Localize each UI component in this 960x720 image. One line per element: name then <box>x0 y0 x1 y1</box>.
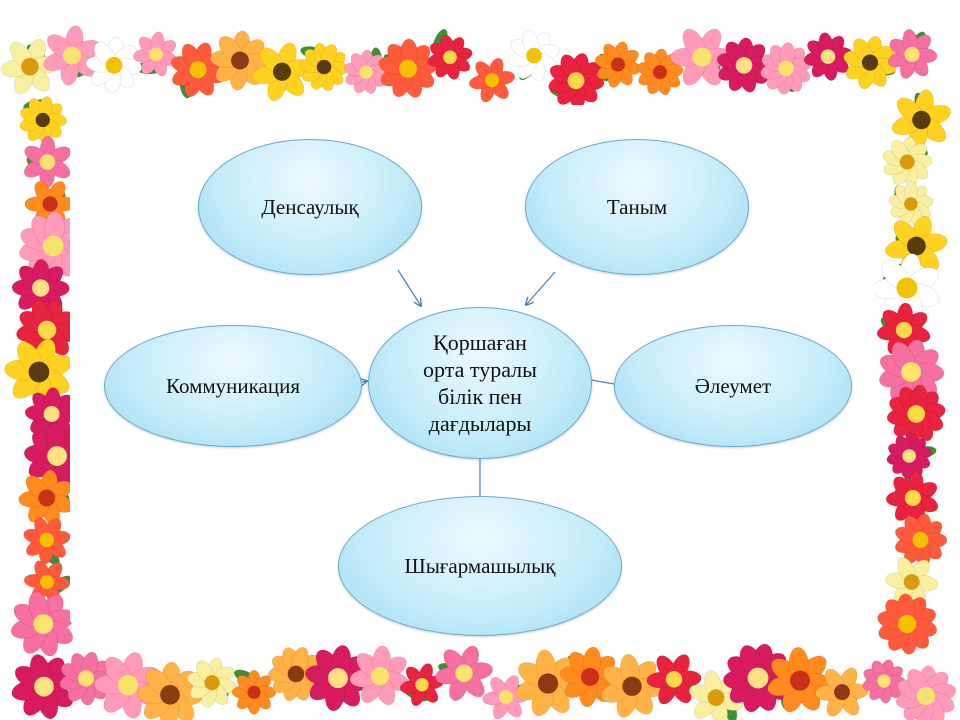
flower <box>299 42 349 92</box>
node-aleumet-label: Әлеумет <box>694 373 772 398</box>
node-densaulyk-label: Денсаулық <box>261 194 359 219</box>
flower <box>594 41 642 88</box>
flower <box>688 670 744 720</box>
center-line-4: дағдылары <box>428 411 532 436</box>
center-line-3: білік пен <box>438 384 522 409</box>
flower <box>515 649 582 717</box>
flower <box>895 665 957 720</box>
flower <box>891 89 952 151</box>
flower <box>646 654 702 705</box>
flower <box>23 517 71 565</box>
flower <box>862 659 907 704</box>
flower <box>349 645 410 706</box>
flower <box>427 34 473 80</box>
flower <box>468 57 516 103</box>
flower <box>43 25 101 86</box>
flower <box>882 136 933 187</box>
flower <box>18 469 74 526</box>
flower <box>170 42 226 97</box>
flower <box>716 37 772 93</box>
flower <box>435 645 493 701</box>
flower <box>16 300 78 362</box>
flower <box>670 28 734 86</box>
center-node-text: Қоршаған орта туралы білік пен дағдылары <box>423 329 537 437</box>
node-tanym-label: Таным <box>606 194 668 219</box>
flower <box>815 667 869 717</box>
flower <box>877 593 938 655</box>
flower <box>886 433 932 479</box>
node-tanym: Таным <box>525 139 749 275</box>
flower <box>887 29 938 79</box>
center-node: Қоршаған орта туралы білік пен дағдылары <box>368 307 592 459</box>
flower <box>343 49 389 94</box>
flower <box>803 32 853 81</box>
flower <box>10 591 76 657</box>
node-shygarmashylyk-label: Шығармашылық <box>404 553 556 578</box>
flower <box>378 38 438 98</box>
flower <box>885 215 948 277</box>
flower <box>636 48 684 96</box>
node-kommunikatsiya-label: Коммуникация <box>166 373 300 398</box>
flower <box>760 42 812 95</box>
flower <box>23 135 72 189</box>
node-aleumet: Әлеумет <box>614 325 852 447</box>
flower <box>267 646 325 702</box>
flower <box>548 53 605 110</box>
flower <box>843 35 897 90</box>
flower <box>399 663 445 707</box>
flower <box>508 29 560 82</box>
center-line-2: орта туралы <box>423 357 537 382</box>
node-shygarmashylyk: Шығармашылық <box>338 496 622 636</box>
flower <box>19 96 67 144</box>
flower <box>187 657 237 708</box>
flower <box>767 646 834 713</box>
node-densaulyk: Денсаулық <box>198 139 422 275</box>
flower <box>0 39 60 95</box>
flower <box>482 675 530 720</box>
flower <box>885 471 939 525</box>
flower <box>894 513 948 567</box>
node-kommunikatsiya: Коммуникация <box>104 325 362 447</box>
flower <box>886 384 946 444</box>
flower <box>231 670 277 715</box>
center-line-1: Қоршаған <box>433 330 527 355</box>
flower <box>133 31 178 77</box>
flower <box>85 37 143 94</box>
flower <box>210 30 270 91</box>
flower <box>136 661 204 720</box>
